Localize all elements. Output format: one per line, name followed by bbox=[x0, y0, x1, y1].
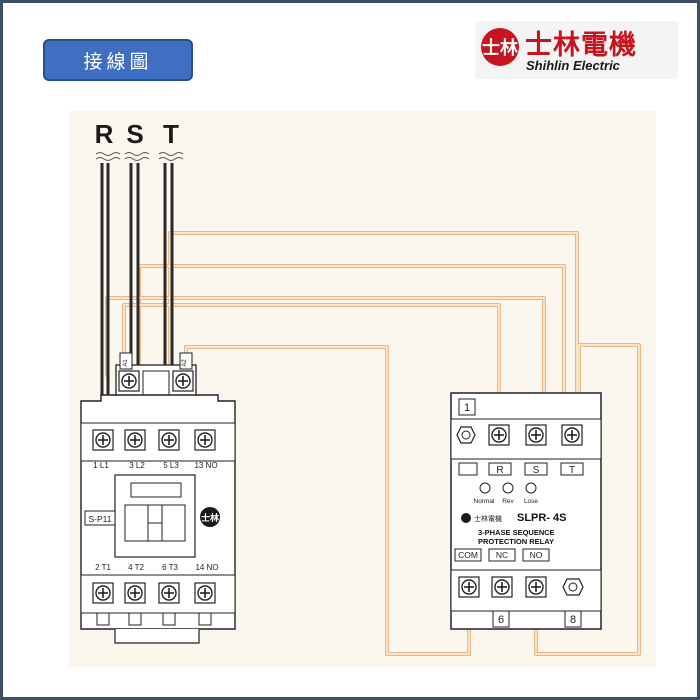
brand-mark-icon: 士林 bbox=[481, 28, 519, 66]
relay-brand-icon bbox=[461, 513, 471, 523]
contactor-brand-icon bbox=[200, 507, 220, 527]
led-label-normal: Normal bbox=[474, 498, 496, 505]
led-lose-icon bbox=[525, 482, 537, 494]
terminal-13-no: 13 NO bbox=[194, 461, 217, 470]
phase-label-s: S bbox=[126, 119, 143, 149]
led-normal-icon bbox=[479, 482, 491, 494]
relay-pin-1: 1 bbox=[464, 402, 470, 414]
relay-output-label-nc: NC bbox=[496, 550, 508, 560]
relay-pin-8: 8 bbox=[570, 614, 576, 626]
relay-brand-text: 士林電機 bbox=[474, 514, 502, 523]
terminal-4-t2: 4 T2 bbox=[128, 563, 144, 572]
coil-terminal-a2: A2 bbox=[182, 359, 188, 367]
phase-label-t: T bbox=[163, 119, 179, 149]
terminal-5-l3: 5 L3 bbox=[163, 461, 179, 470]
relay-desc-line1: 3-PHASE SEQUENCE bbox=[478, 528, 555, 537]
contactor-model-label: S-P11 bbox=[89, 514, 112, 524]
protection-relay: 1 R S T Normal Rev Lose bbox=[450, 392, 602, 630]
terminal-3-l2: 3 L2 bbox=[129, 461, 145, 470]
contactor-brand-mark: 士林 bbox=[201, 512, 220, 523]
relay-input-label-s: S bbox=[533, 465, 540, 476]
wiring-diagram: R S T A1 A2 bbox=[80, 119, 641, 656]
relay-pin-6: 6 bbox=[498, 614, 504, 626]
cable-r bbox=[100, 163, 110, 436]
phase-label-r: R bbox=[95, 119, 114, 149]
brand-logo: 士林 士林電機 Shihlin Electric bbox=[475, 21, 678, 79]
relay-model: SLPR- 4S bbox=[517, 512, 567, 524]
terminal-2-t1: 2 T1 bbox=[95, 563, 111, 572]
led-label-rev: Rev bbox=[502, 498, 514, 505]
terminal-14-no: 14 NO bbox=[195, 563, 218, 572]
magnetic-contactor: A1 A2 1 L1 3 L2 5 L3 13 NO bbox=[80, 352, 236, 644]
led-rev-icon bbox=[502, 482, 514, 494]
diagram-title-badge: 接線圖 bbox=[43, 39, 193, 81]
relay-output-label-com: COM bbox=[458, 550, 478, 560]
terminal-6-t3: 6 T3 bbox=[162, 563, 178, 572]
relay-output-terminals bbox=[458, 576, 547, 598]
relay-input-label-r: R bbox=[496, 465, 503, 476]
relay-output-label-no: NO bbox=[530, 550, 543, 560]
coil-terminal-a1: A1 bbox=[123, 359, 129, 367]
brand-name-cn: 士林電機 bbox=[525, 30, 637, 61]
led-label-lose: Lose bbox=[524, 498, 538, 505]
terminal-1-l1: 1 L1 bbox=[93, 461, 109, 470]
brand-name-en: Shihlin Electric bbox=[526, 58, 620, 73]
relay-input-label-t: T bbox=[569, 465, 575, 476]
relay-desc-line2: PROTECTION RELAY bbox=[478, 537, 554, 546]
relay-input-terminals bbox=[488, 424, 583, 446]
